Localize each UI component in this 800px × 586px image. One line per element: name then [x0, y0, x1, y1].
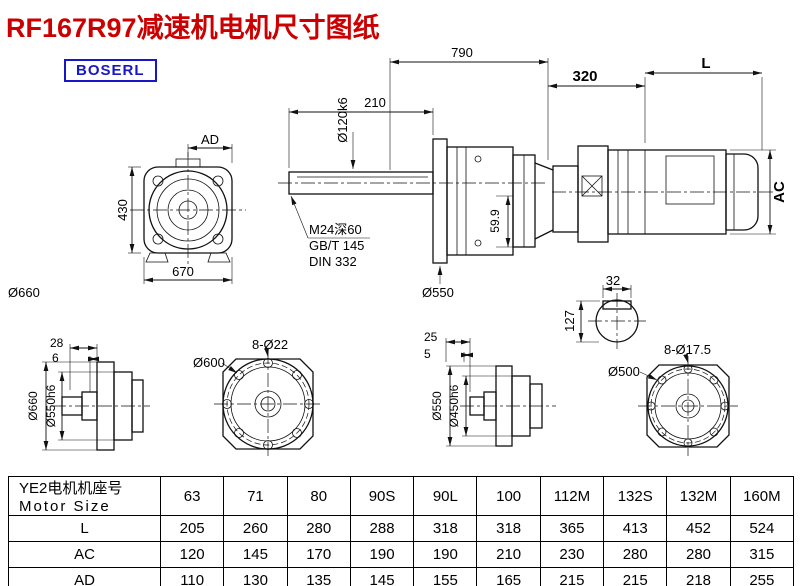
cell-2-6: 215	[539, 567, 605, 586]
cell-1-7: 280	[603, 541, 668, 568]
col-header-9: 160M	[729, 476, 795, 516]
dim-430-label: 430	[115, 199, 130, 221]
row-label-AD: AD	[8, 567, 161, 586]
dim-120k6-label: Ø120k6	[335, 97, 350, 143]
shaft-cross-section: 32 127	[562, 273, 646, 349]
col-header-0: 63	[159, 476, 225, 516]
page-title: RF167R97减速机电机尺寸图纸	[6, 13, 380, 43]
cell-0-2: 280	[286, 515, 351, 542]
dim-8d22-label: 8-Ø22	[252, 337, 288, 352]
cell-1-6: 230	[539, 541, 605, 568]
cell-1-0: 120	[159, 541, 225, 568]
col-header-5: 100	[476, 476, 541, 516]
gearbox-front-view: AD 430 670	[115, 132, 246, 284]
dim-550-main-label: Ø550	[422, 285, 454, 300]
flange-side-view-660: 28 6 Ø660 Ø550h6	[26, 336, 150, 451]
motor-size-header-en: Motor Size	[19, 498, 111, 515]
dim-790-label: 790	[451, 45, 473, 60]
cell-2-3: 145	[349, 567, 415, 586]
cell-2-4: 155	[413, 567, 478, 586]
cell-1-3: 190	[349, 541, 415, 568]
col-header-1: 71	[223, 476, 288, 516]
brand-logo: BOSERL	[64, 59, 157, 82]
dim-5-label: 5	[424, 347, 431, 361]
dim-550h6-label: Ø550h6	[44, 384, 58, 427]
cell-2-2: 135	[286, 567, 351, 586]
col-header-8: 132M	[666, 476, 731, 516]
col-header-7: 132S	[603, 476, 668, 516]
col-header-6: 112M	[539, 476, 605, 516]
cell-1-8: 280	[666, 541, 731, 568]
cell-0-6: 365	[539, 515, 605, 542]
cell-0-8: 452	[666, 515, 731, 542]
dim-127-label: 127	[562, 310, 577, 332]
dim-550-flange-label: Ø550	[430, 391, 444, 421]
cell-1-5: 210	[476, 541, 541, 568]
cell-0-0: 205	[159, 515, 225, 542]
cell-2-5: 165	[476, 567, 541, 586]
flange-front-view-500: Ø500 8-Ø17.5	[608, 342, 738, 456]
dim-670-label: 670	[172, 264, 194, 279]
dim-ad-label: AD	[201, 132, 219, 147]
cell-1-4: 190	[413, 541, 478, 568]
dim-8d175-label: 8-Ø17.5	[664, 342, 711, 357]
dim-599-label: 59.9	[488, 209, 502, 233]
cell-0-3: 288	[349, 515, 415, 542]
note-m24-label: M24深60	[309, 222, 362, 237]
dim-ac-label: AC	[771, 181, 788, 203]
cell-2-1: 130	[223, 567, 288, 586]
dim-320-label: 320	[572, 68, 597, 85]
cell-1-2: 170	[286, 541, 351, 568]
dim-210-label: 210	[364, 95, 386, 110]
dim-660-flange-label: Ø660	[26, 391, 40, 421]
col-header-2: 80	[286, 476, 351, 516]
flange-side-view-550: 25 5 Ø550 Ø450h6	[424, 330, 556, 447]
dim-500-label: Ø500	[608, 364, 640, 379]
dim-28-label: 28	[50, 336, 64, 350]
dim-6-label: 6	[52, 351, 59, 365]
technical-drawing: AD 430 670 Ø660	[8, 45, 788, 458]
cell-2-8: 218	[666, 567, 731, 586]
gearbox-motor-side-view: 790 210 Ø120k6 M24深60 GB/T 145 DIN 332 5…	[278, 45, 788, 300]
cell-2-7: 215	[603, 567, 668, 586]
note-din332-label: DIN 332	[309, 254, 357, 269]
note-gbt145-label: GB/T 145	[309, 238, 364, 253]
dim-600-label: Ø600	[193, 355, 225, 370]
cell-0-7: 413	[603, 515, 668, 542]
flange-front-view-600: Ø600 8-Ø22	[193, 337, 322, 458]
row-label-AC: AC	[8, 541, 161, 568]
cell-2-9: 255	[729, 567, 795, 586]
cell-1-1: 145	[223, 541, 288, 568]
dim-l-label: L	[701, 55, 710, 72]
cell-0-1: 260	[223, 515, 288, 542]
row-label-L: L	[8, 515, 161, 542]
dim-32-label: 32	[606, 273, 620, 288]
cell-0-4: 318	[413, 515, 478, 542]
dim-660-main-label: Ø660	[8, 285, 40, 300]
cell-1-9: 315	[729, 541, 795, 568]
col-header-4: 90L	[413, 476, 478, 516]
col-header-3: 90S	[349, 476, 415, 516]
dim-450h6-label: Ø450h6	[447, 384, 461, 427]
cell-2-0: 110	[159, 567, 225, 586]
dim-25-label: 25	[424, 330, 438, 344]
cell-0-9: 524	[729, 515, 795, 542]
cell-0-5: 318	[476, 515, 541, 542]
motor-size-header-cn: YE2电机机座号	[19, 480, 123, 497]
